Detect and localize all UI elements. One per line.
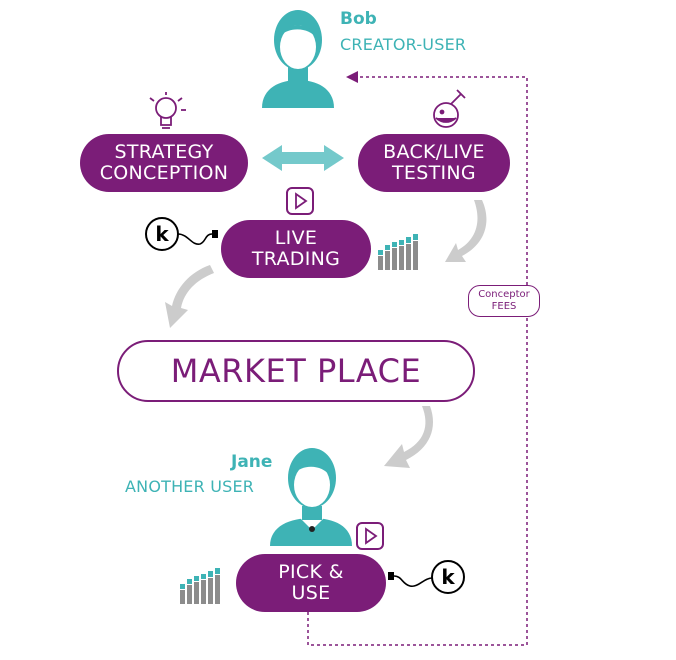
pick-use-node: PICK & USE xyxy=(236,554,386,612)
back-live-testing-label: BACK/LIVE TESTING xyxy=(383,141,485,184)
double-arrow-icon xyxy=(262,145,344,171)
conceptor-fees-badge: Conceptor FEES xyxy=(468,285,540,317)
back-live-testing-node: BACK/LIVE TESTING xyxy=(358,134,510,192)
flask-icon xyxy=(433,89,466,128)
live-trading-node: LIVE TRADING xyxy=(221,220,371,278)
creator-person-icon xyxy=(262,10,334,108)
market-place-label: MARKET PLACE xyxy=(170,351,422,390)
pick-use-label: PICK & USE xyxy=(278,561,344,604)
curved-arrow-icon xyxy=(165,265,214,328)
fees-feedback-loop xyxy=(307,71,528,646)
curved-arrow-icon xyxy=(384,406,433,468)
user-role: ANOTHER USER xyxy=(125,477,255,496)
strategy-conception-node: STRATEGY CONCEPTION xyxy=(80,134,248,192)
play-icon xyxy=(286,187,314,215)
conceptor-fees-label: Conceptor FEES xyxy=(478,289,530,312)
lightbulb-icon xyxy=(149,92,186,129)
market-place-node: MARKET PLACE xyxy=(117,340,475,402)
bar-chart-icon xyxy=(378,234,418,270)
strategy-conception-label: STRATEGY CONCEPTION xyxy=(99,141,229,184)
broker-plug-icon: k xyxy=(388,560,465,594)
user-name: Jane xyxy=(231,452,273,472)
live-trading-label: LIVE TRADING xyxy=(251,227,341,270)
user-person-icon xyxy=(270,448,352,546)
svg-text:k: k xyxy=(155,222,169,246)
broker-plug-icon: k xyxy=(145,217,218,251)
creator-role: CREATOR-USER xyxy=(340,35,467,54)
svg-text:k: k xyxy=(441,565,455,589)
play-icon xyxy=(356,522,384,550)
curved-arrow-icon xyxy=(445,200,487,262)
creator-name: Bob xyxy=(340,9,377,29)
bar-chart-icon xyxy=(180,568,220,604)
